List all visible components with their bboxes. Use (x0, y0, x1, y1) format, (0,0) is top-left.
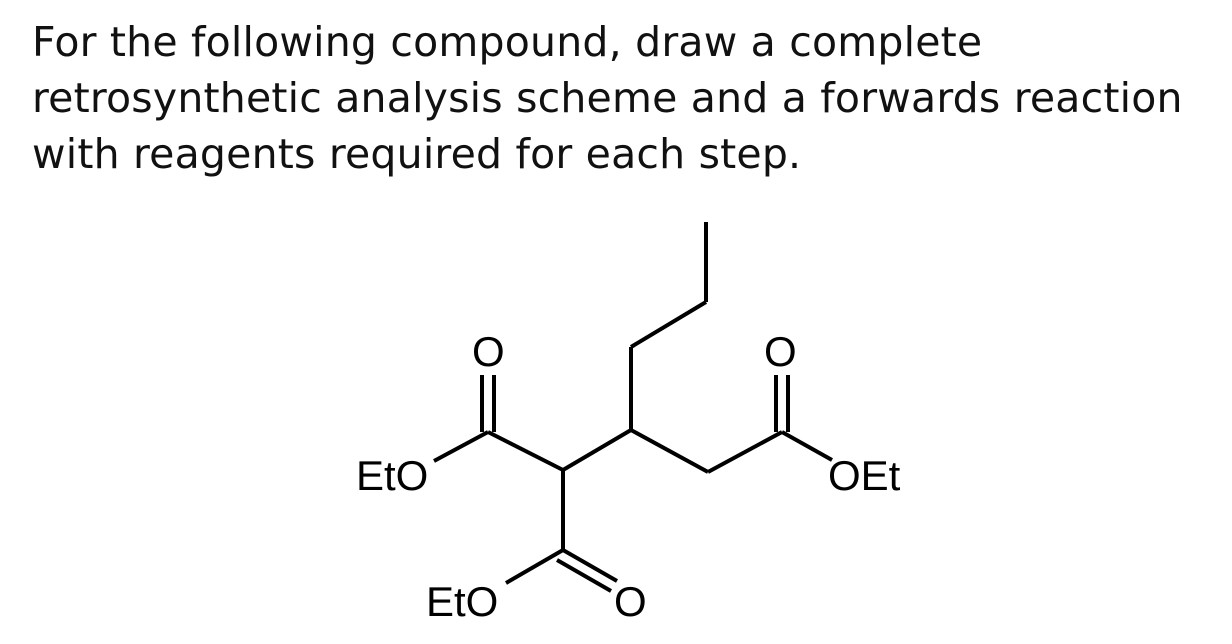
label-right-carbonyl-oxygen: O (764, 328, 797, 375)
question-text: For the following compound, draw a compl… (32, 14, 1222, 182)
label-right-ester-oxygen: OEt (828, 452, 901, 499)
bond-bottom-c-o-double-a (562, 548, 618, 583)
bond-left-c-o-single (433, 430, 489, 463)
bond-bottom-c-o-single (504, 548, 565, 585)
bond-ch-to-left-carbonyl (487, 430, 564, 472)
bond-ch-to-ch2 (630, 428, 709, 474)
bond-bottom-c-o-double-b (556, 558, 612, 593)
label-left-ester-oxygen: EtO (356, 452, 428, 499)
question-line-2: retrosynthetic analysis scheme and a for… (32, 74, 1183, 122)
question-line-1: For the following compound, draw a compl… (32, 18, 983, 66)
bond-ch2-to-carbonyl (707, 430, 783, 474)
question-line-3: with reagents required for each step. (32, 130, 802, 178)
label-bottom-carbonyl-oxygen: O (614, 578, 647, 625)
bond-propyl-2 (629, 300, 708, 349)
bond-ch-to-ch (561, 428, 633, 472)
bond-right-c-o-single (781, 430, 833, 462)
label-bottom-ester-oxygen: EtO (426, 578, 498, 625)
label-left-carbonyl-oxygen: O (472, 328, 505, 375)
